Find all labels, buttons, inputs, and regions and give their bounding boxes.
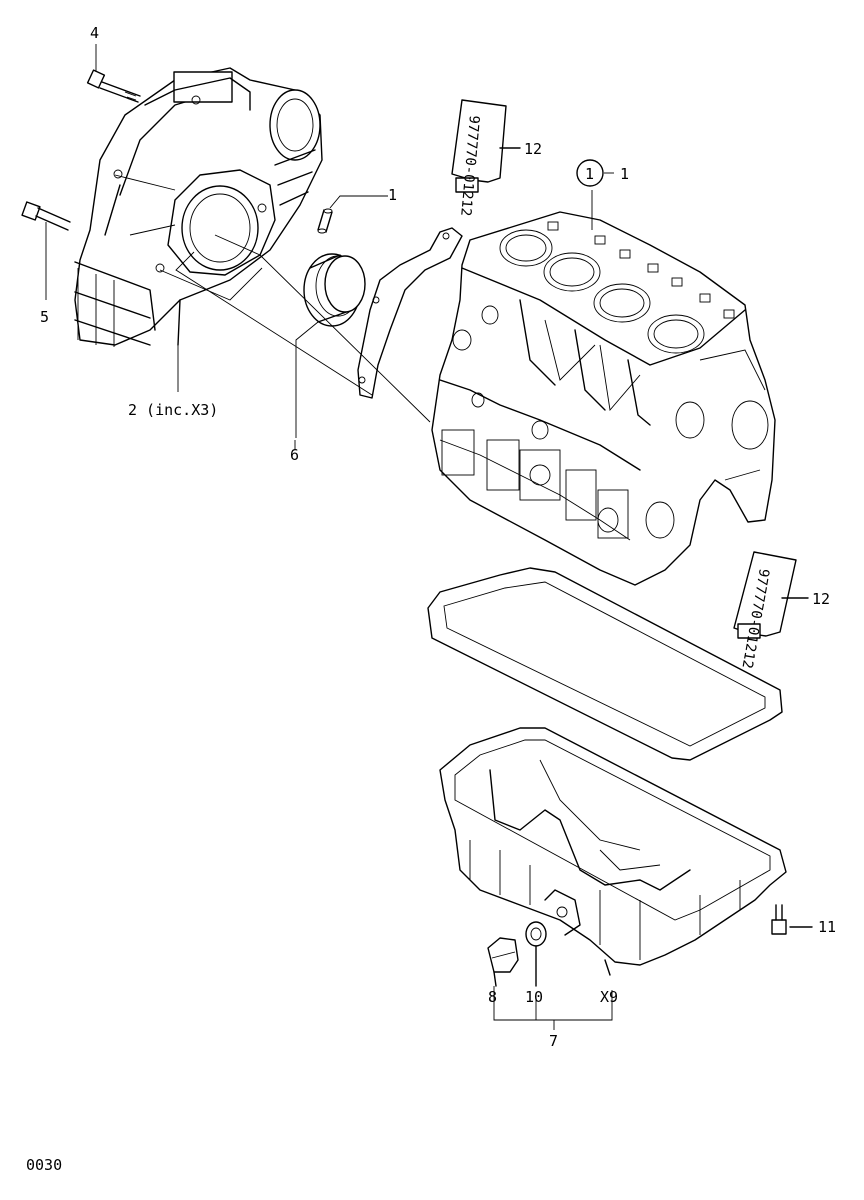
callout-1-top: 1 xyxy=(388,186,397,204)
callout-6: 6 xyxy=(290,446,299,464)
callout-12-right: 12 xyxy=(812,590,830,608)
sealant-tube-top: 977770-01212 xyxy=(451,99,521,217)
callout-1-suffix: 1 xyxy=(620,165,629,183)
callout-labels: 4 5 1 2 (inc.X3) 6 1 1 12 12 11 8 10 X9 … xyxy=(40,24,836,1050)
callout-10: 10 xyxy=(525,988,543,1006)
callout-1-circle-number: 1 xyxy=(585,165,594,183)
bolt-part-11 xyxy=(771,904,813,935)
housing-gasket xyxy=(357,227,463,399)
callout-9: X9 xyxy=(600,988,618,1006)
washer-part-10 xyxy=(525,921,547,987)
oil-pan xyxy=(439,727,787,976)
sealant-tube-right: 977770-01212 xyxy=(733,551,809,670)
oil-pan-gasket xyxy=(427,567,783,761)
callout-5: 5 xyxy=(40,308,49,326)
callout-4: 4 xyxy=(90,24,99,42)
drain-plug-part-8 xyxy=(487,937,519,987)
page-number: 0030 xyxy=(26,1156,63,1174)
callout-8: 8 xyxy=(488,988,497,1006)
bolt-part-4 xyxy=(86,69,141,103)
oil-seal-part-6 xyxy=(303,253,366,327)
callout-12-top: 12 xyxy=(524,140,542,158)
flywheel-housing xyxy=(74,67,323,347)
callout-11: 11 xyxy=(818,918,836,936)
callout-1-circle-mark xyxy=(576,159,604,187)
dowel-pin-part-1 xyxy=(317,208,333,234)
cylinder-block xyxy=(431,211,776,586)
callout-7: 7 xyxy=(549,1032,558,1050)
callout-2: 2 (inc.X3) xyxy=(128,401,218,419)
leader-lines xyxy=(45,44,613,1030)
bolt-part-5 xyxy=(21,201,71,231)
callout-1-circled: 1 1 xyxy=(576,159,629,187)
